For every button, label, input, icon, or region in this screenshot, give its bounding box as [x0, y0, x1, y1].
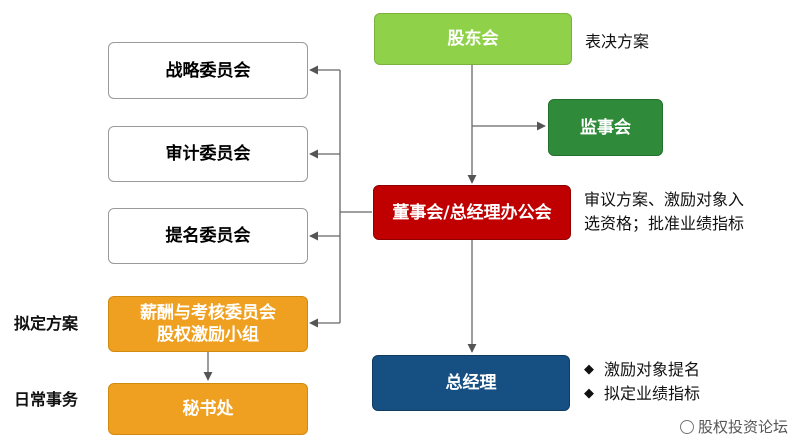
watermark-text: 股权投资论坛: [697, 418, 788, 436]
nomination-committee-label: 提名委员会: [165, 226, 251, 246]
gm-label: 总经理: [445, 373, 497, 393]
secretary-node: 秘书处: [108, 383, 308, 435]
gm-bullet-text: 拟定业绩指标: [604, 384, 701, 403]
shareholders-node: 股东会: [374, 13, 572, 65]
incentive-group-label: 股权激励小组: [157, 325, 259, 345]
watermark: 股权投资论坛: [679, 416, 788, 437]
shareholders-note: 表决方案: [585, 30, 649, 54]
gm-node: 总经理: [372, 355, 570, 411]
gm-note: ◆ 激励对象提名 ◆ 拟定业绩指标: [584, 358, 700, 406]
shareholders-note-text: 表决方案: [585, 32, 650, 51]
strategy-committee-node: 战略委员会: [108, 42, 308, 99]
diamond-bullet-icon: ◆: [584, 362, 594, 377]
daily-affairs-label: 日常事务: [14, 390, 79, 409]
nomination-committee-node: 提名委员会: [108, 208, 308, 264]
audit-committee-label: 审计委员会: [165, 144, 251, 164]
shareholders-label: 股东会: [447, 29, 499, 49]
gm-bullet-row: ◆ 激励对象提名: [584, 358, 700, 382]
draft-plan-label: 拟定方案: [14, 314, 79, 333]
board-label: 董事会/总经理办公会: [392, 202, 552, 223]
compensation-committee-label: 薪酬与考核委员会: [140, 303, 276, 323]
board-note-line2: 选资格；批准业绩指标: [584, 214, 745, 233]
audit-committee-node: 审计委员会: [108, 126, 308, 182]
strategy-committee-label: 战略委员会: [165, 60, 251, 81]
gm-bullet-text: 激励对象提名: [604, 360, 701, 379]
wechat-logo-icon: [679, 419, 694, 434]
supervisory-label: 监事会: [580, 117, 631, 138]
secretary-label: 秘书处: [182, 399, 234, 419]
compensation-committee-node: 薪酬与考核委员会 股权激励小组: [108, 296, 308, 352]
board-note: 审议方案、激励对象入 选资格；批准业绩指标: [584, 188, 744, 236]
supervisory-node: 监事会: [548, 99, 663, 156]
gm-bullet-row: ◆ 拟定业绩指标: [584, 382, 700, 406]
board-node: 董事会/总经理办公会: [373, 185, 571, 240]
diamond-bullet-icon: ◆: [584, 386, 594, 401]
board-note-line1: 审议方案、激励对象入: [584, 190, 745, 209]
